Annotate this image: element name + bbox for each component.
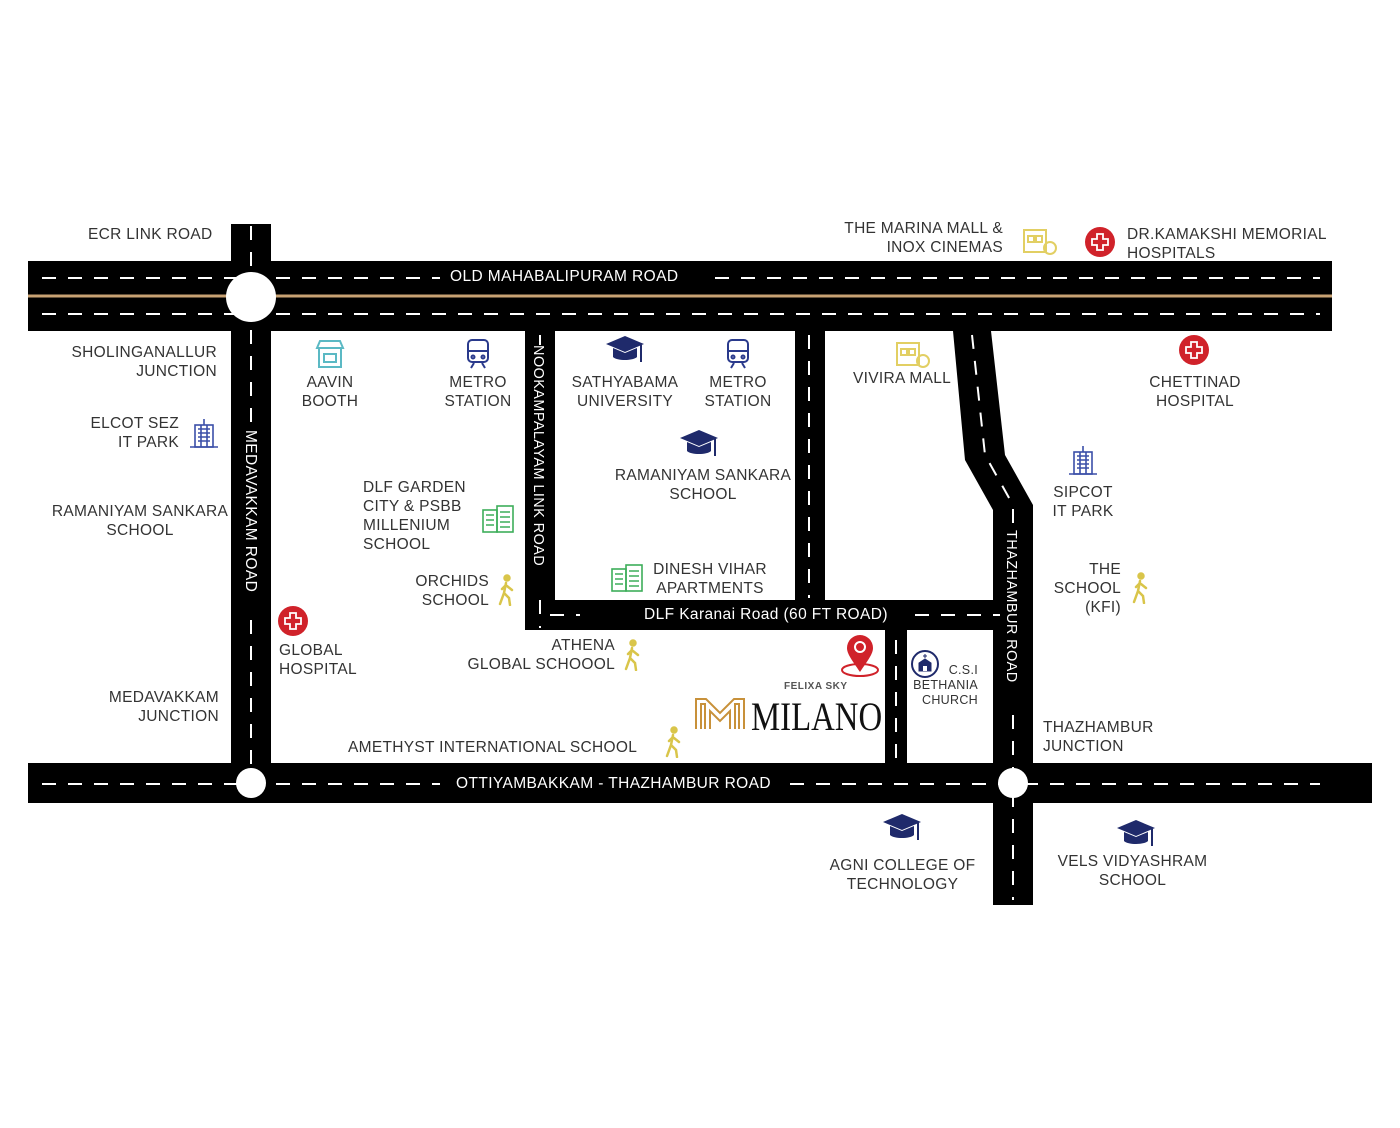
place-orchids-school: ORCHIDS SCHOOL [415,573,489,609]
project-logo: FELIXA SKY MILANO [694,681,884,739]
place-dinesh-vihar: DINESH VIHAR APARTMENTS [653,561,767,597]
place-vels-school: VELS VIDYASHRAM SCHOOL [1057,853,1208,889]
road-thazhambur [953,331,1033,905]
place-csi-church: C.S.I BETHANIA CHURCH [913,663,978,707]
walking-icon [624,639,640,671]
place-elcot-sez: ELCOT SEZ IT PARK [90,415,179,451]
road-label-dlf: DLF Karanai Road (60 FT ROAD) [634,606,898,624]
project-brand: FELIXA SKY [784,681,848,692]
road-label-medavakkam: MEDAVAKKAM ROAD [241,430,259,593]
graduation-cap-icon [1117,820,1155,846]
it-park-icon [1069,446,1097,475]
place-medavakkam-junction: MEDAVAKKAM JUNCTION [108,689,219,725]
road-label-ecr: ECR LINK ROAD [88,226,213,243]
junction-ecr [226,272,276,322]
place-dlf-garden-psbb: DLF GARDEN CITY & PSBB MILLENIUM SCHOOL [363,479,466,553]
walking-icon [1132,572,1148,604]
graduation-cap-icon [606,336,644,362]
place-metro-station-1: METRO STATION [444,374,512,410]
junction-medavakkam [236,768,266,798]
project-name: MILANO [751,694,883,739]
mall-icon [1023,229,1057,255]
place-kamakshi-hospital: DR.KAMAKSHI MEMORIAL HOSPITALS [1127,226,1327,262]
place-thazhambur-junction: THAZHAMBUR JUNCTION [1043,719,1154,755]
road-label-omr: OLD MAHABALIPURAM ROAD [440,268,689,286]
place-sholinganallur-junction: SHOLINGANALLUR JUNCTION [71,344,217,380]
hospital-icon [1179,335,1209,365]
place-sathyabama-university: SATHYABAMA UNIVERSITY [571,374,679,410]
place-aavin-booth: AAVIN BOOTH [301,374,359,410]
road-label-nookampalayam: NOOKAMPALAYAM LINK ROAD [530,345,546,567]
graduation-cap-icon [680,430,718,456]
mall-icon [896,342,930,368]
place-kfi-school: THE SCHOOL (KFI) [1053,561,1121,616]
graduation-cap-icon [883,814,921,840]
place-ramaniyam-school-2: RAMANIYAM SANKARA SCHOOL [614,467,792,503]
junction-thazhambur [998,768,1028,798]
place-sipcot: SIPCOT IT PARK [1052,484,1114,520]
booth-icon [315,340,345,368]
hospital-icon [1085,227,1115,257]
road-label-thazhambur: THAZHAMBUR ROAD [1003,530,1019,683]
hospital-icon [278,606,308,636]
apartment-icon [482,505,514,533]
location-pin-icon [841,635,879,677]
road-label-ottiyambakkam: OTTIYAMBAKKAM - THAZHAMBUR ROAD [446,775,781,793]
place-marina-mall: THE MARINA MALL & INOX CINEMAS [844,220,1003,256]
place-metro-station-2: METRO STATION [704,374,772,410]
place-athena-school: ATHENA GLOBAL SCHOOOL [467,637,615,673]
place-amethyst-school: AMETHYST INTERNATIONAL SCHOOL [348,739,638,756]
place-chettinad-hospital: CHETTINAD HOSPITAL [1149,374,1241,410]
place-agni-college: AGNI COLLEGE OF TECHNOLOGY [829,857,976,893]
walking-icon [665,726,681,758]
church-icon [911,650,939,678]
place-vivira-mall: VIVIRA MALL [853,370,952,387]
place-global-hospital: GLOBAL HOSPITAL [279,642,357,678]
walking-icon [498,574,514,606]
milano-logo-mark-icon [695,698,745,729]
it-park-icon [190,419,218,448]
metro-icon [467,339,489,369]
place-ramaniyam-school-1: RAMANIYAM SANKARA SCHOOL [51,503,229,539]
apartment-icon [611,564,643,592]
metro-icon [727,339,749,369]
